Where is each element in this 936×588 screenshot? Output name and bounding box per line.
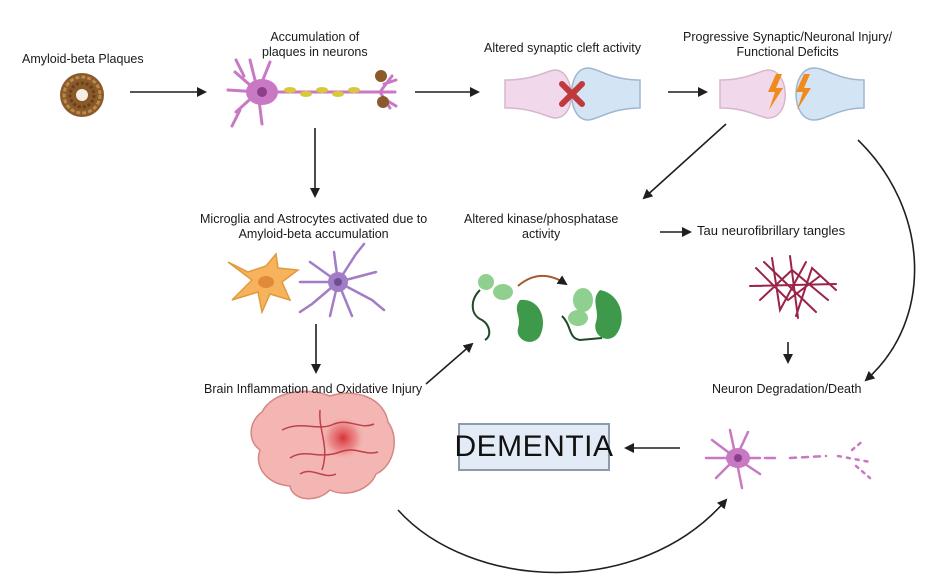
arrow-brain-to-degradation-curve [397, 498, 728, 574]
progressive-injury-label: Progressive Synaptic/Neuronal Injury/ Fu… [683, 30, 892, 60]
dementia-box: DEMENTIA [455, 423, 613, 471]
astrocyte-icon [298, 242, 386, 318]
inflammation-label: Brain Inflammation and Oxidative Injury [204, 382, 423, 396]
kinase-label: Altered kinase/phosphatase activity [464, 212, 618, 242]
microglia-icon [227, 252, 300, 315]
arrow-injury-to-degradation-curve [857, 139, 916, 382]
tau-label: Tau neurofibrillary tangles [697, 223, 846, 238]
arrow-inflammation-to-kinase [425, 342, 474, 385]
altered-synapse-icon [504, 67, 641, 121]
injured-synapse-icon [719, 67, 865, 121]
kinase-protein-icon [471, 274, 622, 342]
amyloid-plaques-label: Amyloid-beta Plaques [22, 52, 144, 66]
degradation-label: Neuron Degradation/Death [712, 382, 862, 396]
accumulation-label-line2: plaques in neurons [262, 45, 368, 59]
neuron-with-plaques-icon [226, 58, 398, 128]
kinase-label-line2: activity [522, 227, 561, 241]
amyloid-plaque-icon [60, 73, 104, 117]
arrow-injury-to-kinase [642, 123, 727, 200]
accumulation-label-line1: Accumulation of [270, 30, 360, 44]
dementia-label: DEMENTIA [454, 430, 614, 463]
kinase-label-line1: Altered kinase/phosphatase [464, 212, 619, 226]
microglia-astrocytes-label-line2: Amyloid-beta accumulation [238, 227, 389, 241]
degrading-neuron-icon [704, 428, 872, 490]
altered-synaptic-label: Altered synaptic cleft activity [484, 41, 642, 55]
brain-icon [250, 390, 395, 500]
microglia-astrocytes-label: Microglia and Astrocytes activated due t… [200, 212, 427, 242]
microglia-astrocytes-label-line1: Microglia and Astrocytes activated due t… [200, 212, 428, 226]
progressive-injury-label-line1: Progressive Synaptic/Neuronal Injury/ [683, 30, 893, 44]
accumulation-label: Accumulation of plaques in neurons [262, 30, 368, 60]
tau-tangles-icon [749, 255, 837, 319]
progressive-injury-label-line2: Functional Deficits [736, 45, 839, 59]
